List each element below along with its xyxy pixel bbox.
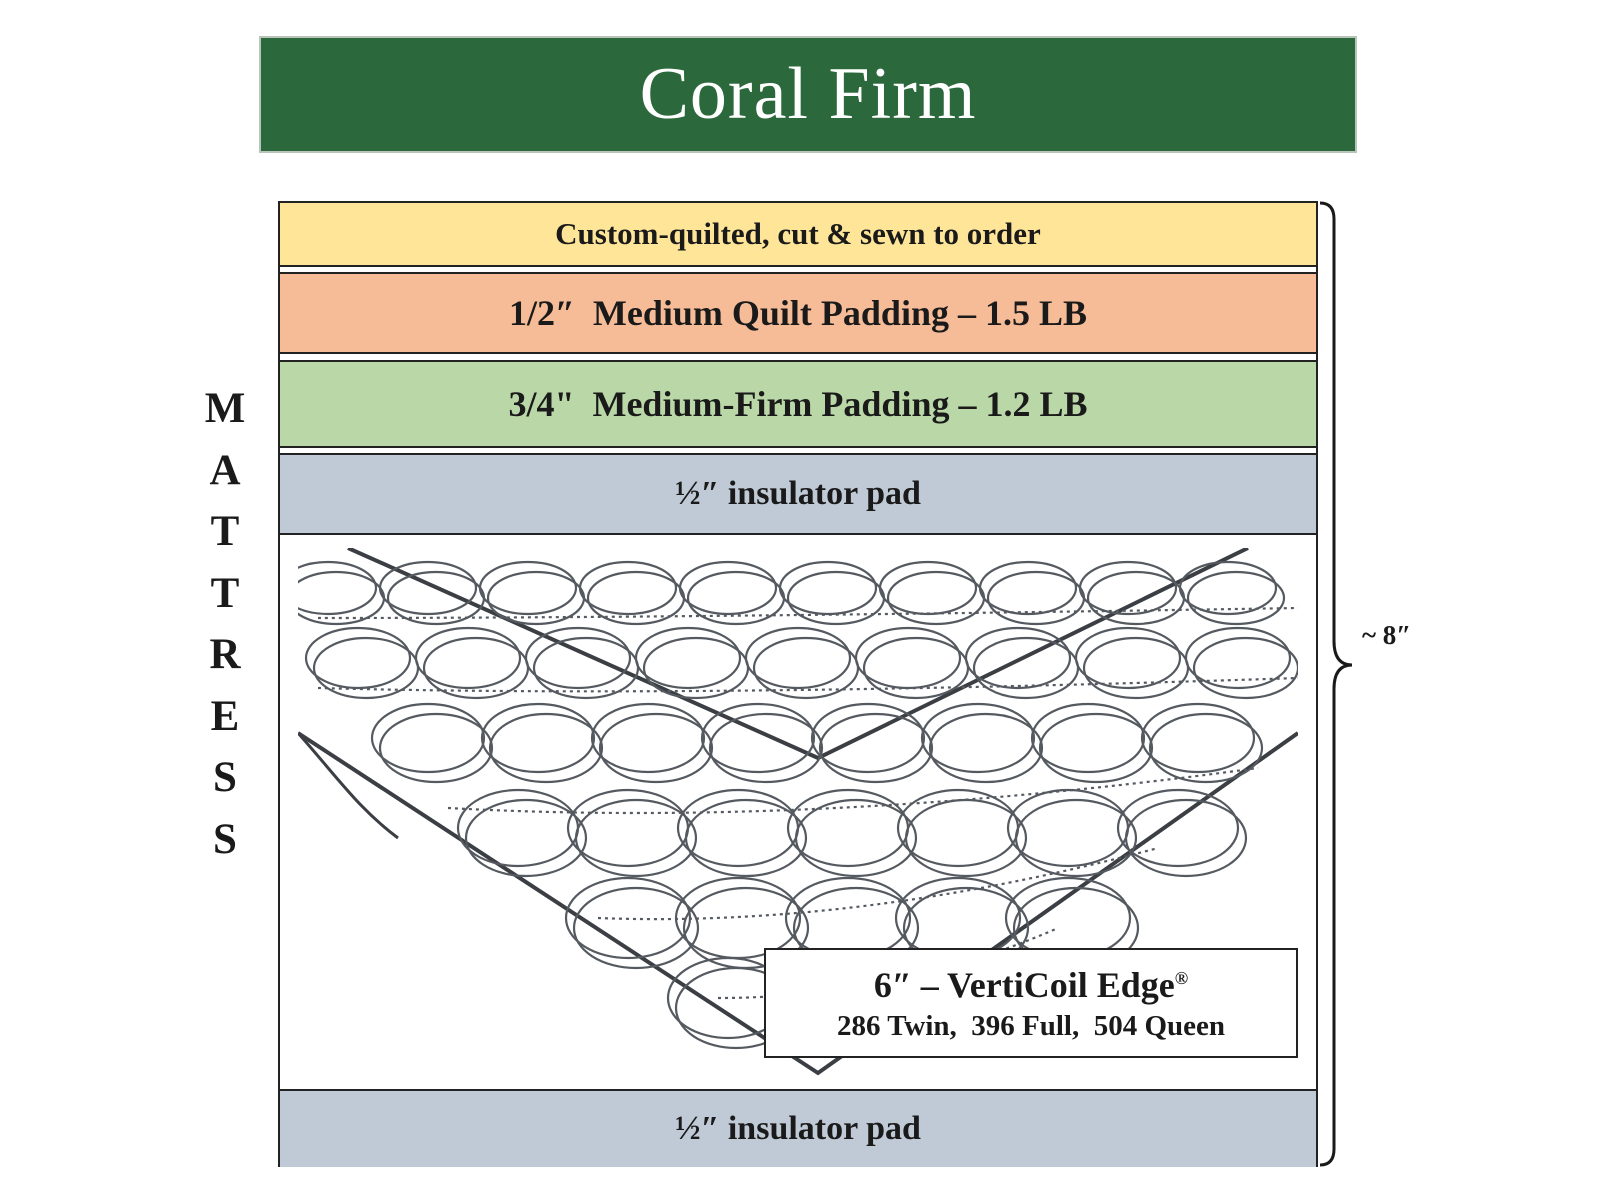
layer-insulator-bottom-label: ½″ insulator pad xyxy=(675,1110,921,1147)
coil-spring xyxy=(1148,712,1264,784)
coil-spring xyxy=(480,702,596,774)
right-brace-icon xyxy=(1319,201,1353,1167)
coil-spring xyxy=(464,798,588,878)
coil-spring xyxy=(854,626,962,690)
coil-spring xyxy=(700,702,816,774)
coil-spring xyxy=(634,626,742,690)
coil-spring xyxy=(304,626,412,690)
layer-insulator-top: ½″ insulator pad xyxy=(280,453,1316,535)
coil-spring xyxy=(878,560,978,616)
layer-quilt-padding: 1/2″ Medium Quilt Padding – 1.5 LB xyxy=(280,272,1316,354)
coil-spring xyxy=(378,712,494,784)
coil-spring xyxy=(978,560,1078,616)
side-letter: R xyxy=(209,631,241,678)
coil-spring xyxy=(678,560,778,616)
layer-cover: Custom-quilted, cut & sewn to order xyxy=(280,203,1316,267)
coil-name: 6″ – VertiCoil Edge xyxy=(873,964,1175,1005)
layer-quilt-label: 1/2″ Medium Quilt Padding – 1.5 LB xyxy=(509,293,1087,333)
coil-spring xyxy=(894,876,1022,960)
coil-spring xyxy=(386,570,486,626)
coil-spring xyxy=(532,636,640,700)
coil-spring xyxy=(752,636,860,700)
layer-padding-label: 3/4" Medium-Firm Padding – 1.2 LB xyxy=(508,384,1088,424)
coil-spring xyxy=(578,560,678,616)
coil-spring xyxy=(572,886,700,970)
side-letter: S xyxy=(213,754,237,801)
registered-mark: ® xyxy=(1174,967,1189,988)
side-letter: M xyxy=(204,385,246,432)
coil-spring xyxy=(964,626,1072,690)
coil-spring xyxy=(684,798,808,878)
coil-spring xyxy=(1074,626,1182,690)
coil-spring xyxy=(886,570,986,626)
coil-spring-unit-illustration xyxy=(298,548,1298,1076)
side-letter: S xyxy=(213,815,237,863)
coil-spring xyxy=(794,798,918,878)
coil-spring xyxy=(1186,570,1286,626)
coil-spring xyxy=(818,712,934,784)
coil-spec-box: 6″ – VertiCoil Edge® 286 Twin, 396 Full,… xyxy=(764,948,1298,1058)
coil-spring xyxy=(370,702,486,774)
coil-spring xyxy=(590,702,706,774)
coil-spring xyxy=(810,702,926,774)
coil-spring xyxy=(478,560,578,616)
layer-firm-padding: 3/4" Medium-Firm Padding – 1.2 LB xyxy=(280,360,1316,448)
coil-spring xyxy=(972,636,1080,700)
side-letter: A xyxy=(209,446,241,494)
page-title: Coral Firm xyxy=(639,53,977,135)
coil-spring xyxy=(378,560,478,616)
coil-spring xyxy=(986,570,1086,626)
side-letter: T xyxy=(210,508,240,555)
mattress-layer-stack: Custom-quilted, cut & sewn to order 1/2″… xyxy=(278,201,1318,1167)
coil-spring xyxy=(1078,560,1178,616)
layer-cover-label: Custom-quilted, cut & sewn to order xyxy=(555,216,1041,251)
coil-spring xyxy=(524,626,632,690)
coil-spring xyxy=(488,712,604,784)
coil-spring xyxy=(1178,560,1278,616)
coil-spring xyxy=(298,560,378,616)
title-banner: Coral Firm xyxy=(259,36,1357,153)
layer-insulator-top-label: ½″ insulator pad xyxy=(675,475,921,512)
coil-spring xyxy=(784,876,912,960)
coil-spring xyxy=(1014,798,1138,878)
coil-spring xyxy=(1030,702,1146,774)
coil-spring xyxy=(1192,636,1298,700)
coil-spring xyxy=(642,636,750,700)
coil-spring xyxy=(778,560,878,616)
coil-spring xyxy=(786,570,886,626)
coil-spring xyxy=(686,570,786,626)
coil-spring xyxy=(1116,788,1240,868)
layer-insulator-bottom: ½″ insulator pad xyxy=(280,1089,1316,1167)
mattress-side-label: M A T T R E S S xyxy=(200,378,250,870)
coil-spring xyxy=(422,636,530,700)
coil-spring xyxy=(1038,712,1154,784)
coil-spec-title: 6″ – VertiCoil Edge® xyxy=(874,964,1188,1006)
side-letter: T xyxy=(210,569,240,617)
coil-spring xyxy=(1082,636,1190,700)
thickness-label: ~ 8″ xyxy=(1362,620,1412,650)
coil-counts: 286 Twin, 396 Full, 504 Queen xyxy=(836,1009,1226,1042)
coil-spring xyxy=(574,798,698,878)
side-letter: E xyxy=(210,692,240,740)
coil-spring xyxy=(1124,798,1248,878)
coil-spring xyxy=(414,626,522,690)
coil-spring xyxy=(1004,876,1132,960)
coil-spring xyxy=(1184,626,1292,690)
coil-spring xyxy=(598,712,714,784)
coil-spring xyxy=(920,702,1036,774)
coil-spring xyxy=(928,712,1044,784)
coil-spring xyxy=(744,626,852,690)
coil-spring xyxy=(708,712,824,784)
coil-spring xyxy=(1086,570,1186,626)
coil-spring xyxy=(1140,702,1256,774)
